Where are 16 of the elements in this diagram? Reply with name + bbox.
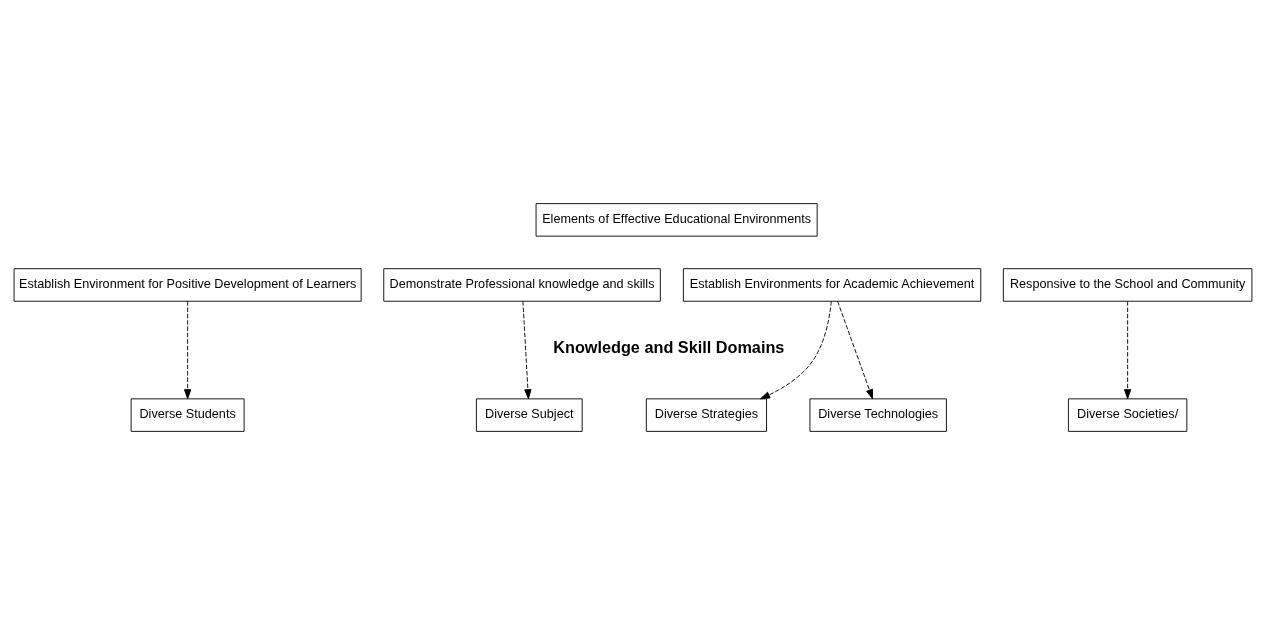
node-box: Diverse Societies/ <box>1068 398 1188 432</box>
arrow <box>522 300 532 400</box>
node-box: Demonstrate Professional knowledge and skills <box>383 268 661 302</box>
node-box: Responsive to the School and Community <box>1002 268 1253 302</box>
node-box: Establish Environments for Academic Achievement <box>682 268 982 302</box>
node-box: Diverse Subject <box>475 398 583 432</box>
node-box: Establish Environment for Positive Development of Learners <box>13 268 362 302</box>
arrow <box>184 300 192 400</box>
node-box: Diverse Technologies <box>809 398 947 432</box>
arrow <box>837 300 874 400</box>
node-box: Diverse Strategies <box>645 398 767 432</box>
arrow <box>760 300 832 400</box>
node-box: Diverse Students <box>130 398 245 432</box>
arrow <box>1124 300 1132 400</box>
label: Knowledge and Skill Domains <box>553 338 785 357</box>
node-box: Elements of Effective Educational Environments <box>535 203 818 237</box>
